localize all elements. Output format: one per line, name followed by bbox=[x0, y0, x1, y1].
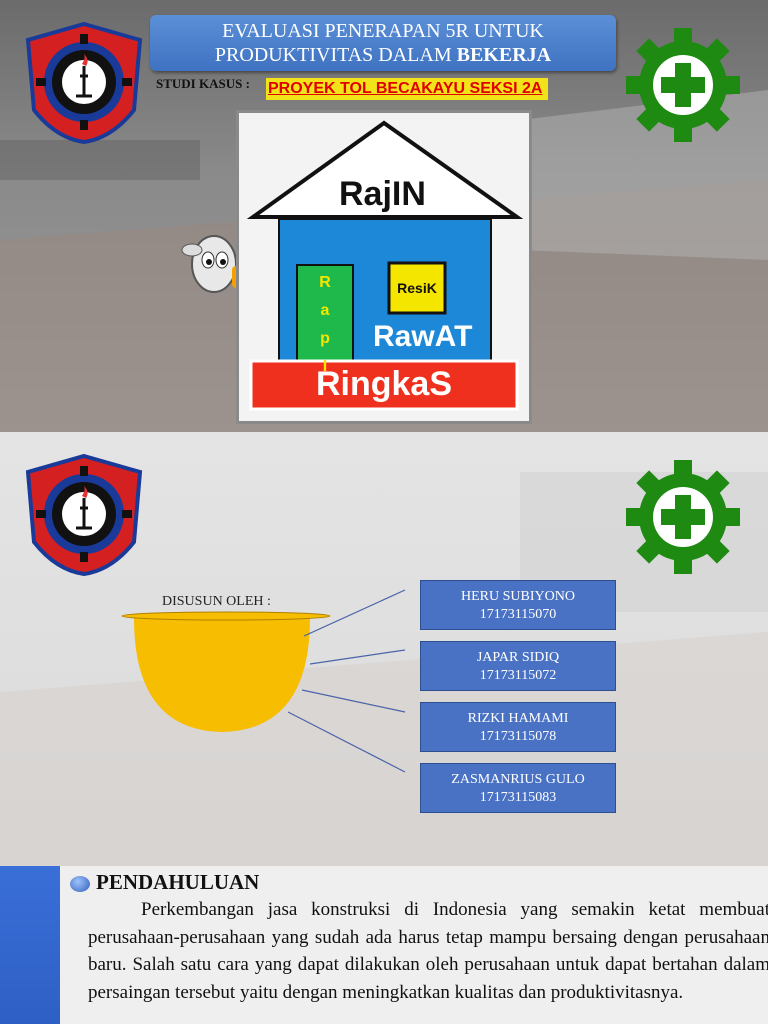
member-card: ZASMANRIUS GULO 17173115083 bbox=[420, 763, 616, 813]
safety-gear-cross-icon bbox=[626, 460, 740, 574]
institute-logo bbox=[25, 21, 143, 145]
rapi-letter: a bbox=[320, 302, 330, 319]
slide-introduction: PENDAHULUAN Perkembangan jasa konstruksi… bbox=[0, 866, 768, 1024]
title-line-2: PRODUKTIVITAS DALAM BEKERJA bbox=[150, 43, 616, 67]
section-heading: PENDAHULUAN bbox=[96, 870, 260, 894]
member-id: 17173115070 bbox=[479, 607, 557, 622]
project-name: PROYEK TOL BECAKAYU SEKSI 2A bbox=[266, 78, 548, 100]
house-shapes bbox=[246, 120, 524, 411]
slide-authors: DISUSUN OLEH : HERU SUBIYONO 17173115070… bbox=[0, 432, 768, 866]
member-card: HERU SUBIYONO 17173115070 bbox=[420, 580, 616, 630]
member-name: ZASMANRIUS GULO bbox=[451, 772, 585, 787]
title-line-2-bold: BEKERJA bbox=[456, 44, 552, 66]
rapi-letter: R bbox=[319, 274, 331, 291]
member-name: JAPAR SIDIQ bbox=[476, 650, 560, 665]
disusun-oleh-label: DISUSUN OLEH : bbox=[162, 594, 271, 609]
slide-accent-bar bbox=[0, 866, 60, 1024]
label-rajin: RajIN bbox=[339, 175, 426, 213]
rapi-letter: I bbox=[322, 358, 328, 375]
authors-bowl-diagram bbox=[121, 589, 406, 773]
rapi-letter: p bbox=[320, 330, 330, 347]
institute-logo bbox=[25, 453, 143, 577]
label-ringkas: RingkaS bbox=[315, 365, 453, 403]
label-rawat: RawAT bbox=[373, 320, 473, 353]
member-name: HERU SUBIYONO bbox=[461, 589, 575, 604]
label-resik: ResiK bbox=[397, 280, 437, 296]
slide-title: EVALUASI PENERAPAN 5R UNTUK PRODUKTIVITA… bbox=[0, 0, 768, 432]
member-id: 17173115072 bbox=[479, 668, 557, 683]
title-line-1: EVALUASI PENERAPAN 5R UNTUK bbox=[222, 20, 544, 42]
member-card: JAPAR SIDIQ 17173115072 bbox=[420, 641, 616, 691]
member-id: 17173115078 bbox=[479, 729, 557, 744]
member-name: RIZKI HAMAMI bbox=[467, 711, 569, 726]
title-line-2-regular: PRODUKTIVITAS DALAM bbox=[214, 44, 457, 66]
bullet-sphere-icon bbox=[70, 876, 90, 892]
five-r-house-diagram: RajIN R a p I ResiK RawAT RingkaS bbox=[236, 110, 532, 424]
studi-kasus-label: STUDI KASUS : bbox=[156, 76, 250, 91]
intro-paragraph: Perkembangan jasa konstruksi di Indonesi… bbox=[88, 899, 768, 1003]
safety-gear-cross-icon bbox=[626, 28, 740, 142]
member-card: RIZKI HAMAMI 17173115078 bbox=[420, 702, 616, 752]
member-id: 17173115083 bbox=[479, 790, 557, 805]
rapi-column: R a p I bbox=[297, 269, 353, 381]
title-banner: EVALUASI PENERAPAN 5R UNTUK PRODUKTIVITA… bbox=[150, 15, 616, 71]
